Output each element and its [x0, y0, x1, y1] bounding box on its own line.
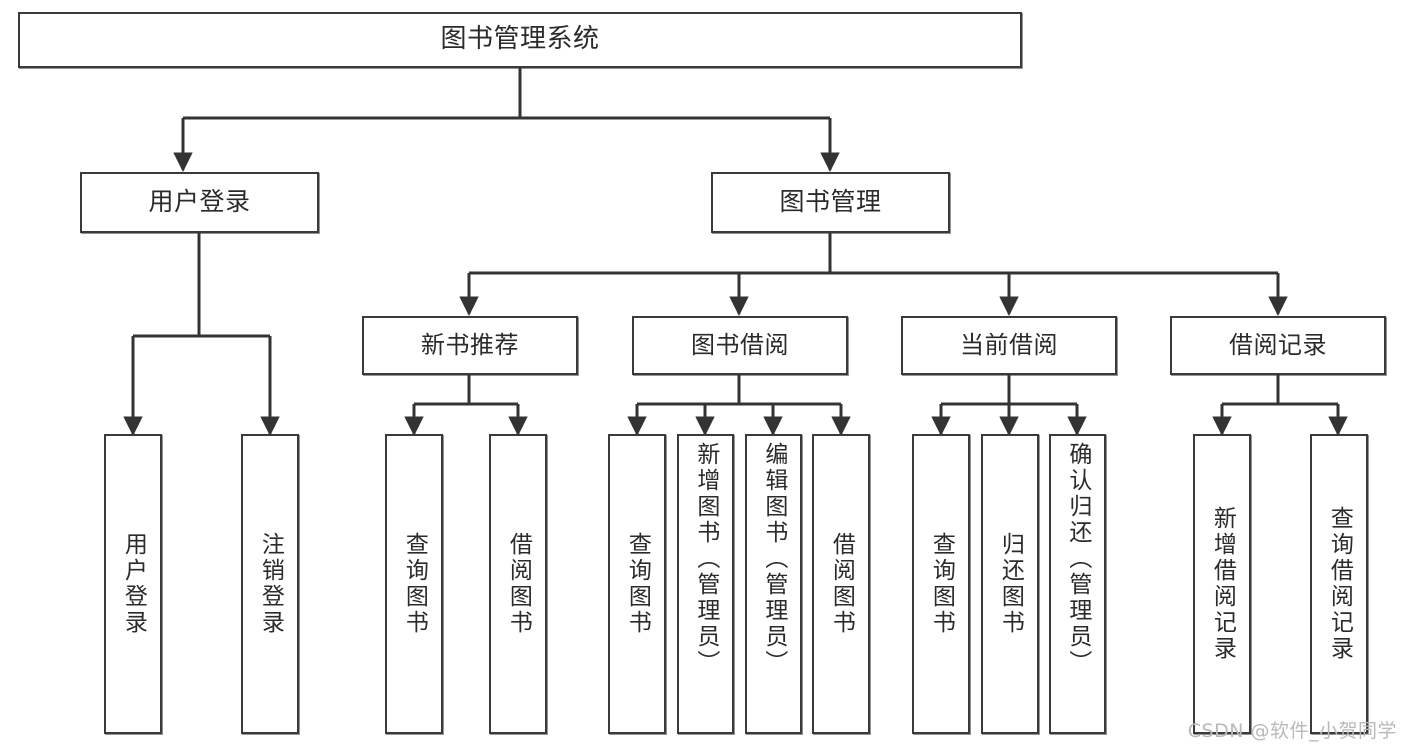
- node-leaf-query-book-1[interactable]: 查询图书: [385, 434, 443, 734]
- node-leaf-query-record-label: 查询借阅记录: [1326, 506, 1353, 662]
- node-leaf-return-book[interactable]: 归还图书: [981, 434, 1039, 734]
- node-leaf-query-record[interactable]: 查询借阅记录: [1310, 434, 1368, 734]
- node-leaf-borrow-book-2[interactable]: 借阅图书: [812, 434, 870, 734]
- node-leaf-add-record-label: 新增借阅记录: [1209, 506, 1236, 662]
- node-leaf-query-book-3-label: 查询图书: [928, 532, 955, 636]
- node-borrow-record[interactable]: 借阅记录: [1170, 316, 1386, 375]
- node-leaf-confirm-return-label: 确认归还（管理员）: [1064, 442, 1091, 676]
- node-book-borrow[interactable]: 图书借阅: [632, 316, 848, 375]
- node-leaf-logout-label: 注销登录: [257, 532, 284, 636]
- node-leaf-logout[interactable]: 注销登录: [241, 434, 299, 734]
- node-leaf-add-record[interactable]: 新增借阅记录: [1193, 434, 1251, 734]
- node-book-manage-label: 图书管理: [779, 187, 882, 217]
- node-leaf-query-book-1-label: 查询图书: [401, 532, 428, 636]
- node-root-label: 图书管理系统: [440, 24, 600, 55]
- node-leaf-add-book[interactable]: 新增图书（管理员）: [677, 434, 734, 734]
- node-borrow-record-label: 借阅记录: [1229, 330, 1327, 359]
- node-leaf-query-book-2[interactable]: 查询图书: [608, 434, 666, 734]
- node-leaf-user-login[interactable]: 用户登录: [104, 434, 162, 734]
- node-book-manage[interactable]: 图书管理: [711, 172, 950, 233]
- node-current-borrow[interactable]: 当前借阅: [901, 316, 1117, 375]
- node-leaf-user-login-label: 用户登录: [120, 532, 147, 636]
- node-user-login[interactable]: 用户登录: [80, 172, 319, 233]
- node-leaf-edit-book[interactable]: 编辑图书（管理员）: [745, 434, 802, 734]
- node-leaf-edit-book-label: 编辑图书（管理员）: [760, 442, 787, 676]
- node-book-borrow-label: 图书借阅: [691, 330, 789, 359]
- node-user-login-label: 用户登录: [148, 187, 251, 217]
- node-root[interactable]: 图书管理系统: [18, 12, 1022, 68]
- node-current-borrow-label: 当前借阅: [960, 330, 1058, 359]
- node-leaf-return-book-label: 归还图书: [997, 532, 1024, 636]
- node-leaf-confirm-return[interactable]: 确认归还（管理员）: [1049, 434, 1106, 734]
- node-leaf-add-book-label: 新增图书（管理员）: [692, 442, 719, 676]
- node-leaf-borrow-book-2-label: 借阅图书: [828, 532, 855, 636]
- node-leaf-borrow-book-1-label: 借阅图书: [505, 532, 532, 636]
- node-leaf-query-book-2-label: 查询图书: [624, 532, 651, 636]
- node-leaf-borrow-book-1[interactable]: 借阅图书: [489, 434, 547, 734]
- node-leaf-query-book-3[interactable]: 查询图书: [912, 434, 970, 734]
- node-new-book-rec-label: 新书推荐: [421, 330, 519, 359]
- node-new-book-rec[interactable]: 新书推荐: [362, 316, 578, 375]
